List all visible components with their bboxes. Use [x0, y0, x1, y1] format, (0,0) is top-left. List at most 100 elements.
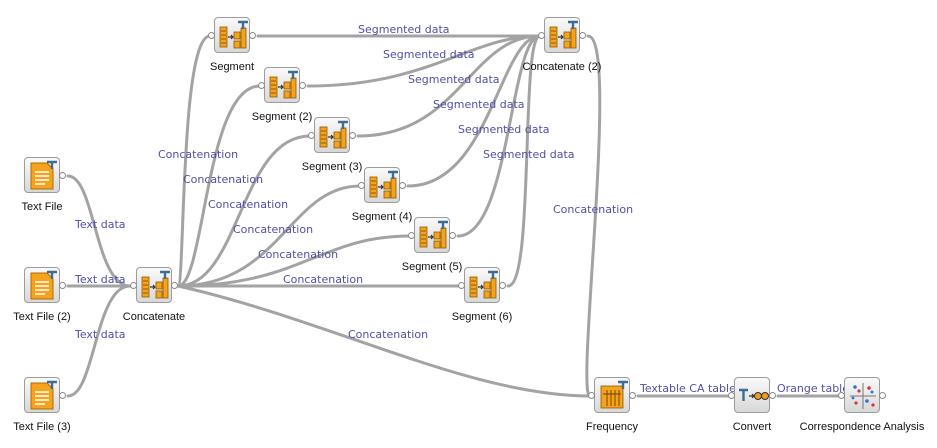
link-segment6-concatenate2[interactable]	[506, 34, 542, 288]
node-segment-2[interactable]: Segment (2)	[252, 67, 312, 123]
segment-icon	[314, 117, 350, 153]
output-port[interactable]	[769, 392, 776, 399]
node-label: Segment (6)	[451, 311, 513, 323]
node-segment-5[interactable]: Segment (5)	[402, 217, 462, 273]
segment-icon	[364, 167, 400, 203]
node-label: Concatenate (2)	[522, 61, 602, 73]
link-concatenate-frequency[interactable]	[176, 284, 592, 398]
node-text-file-3[interactable]: Text File (3)	[13, 377, 71, 433]
text-file-icon	[24, 377, 60, 413]
node-label: Text File (3)	[13, 421, 71, 433]
link-concatenate-segment4[interactable]	[176, 184, 362, 288]
concatenate-icon	[544, 17, 580, 53]
link-label-orange-table: Orange table	[777, 382, 849, 395]
segment-icon	[214, 17, 250, 53]
link-concatenate-segment3[interactable]	[176, 134, 312, 288]
link-label-concatenation-8: Concatenation	[553, 203, 633, 216]
link-label-concatenation-5: Concatenation	[258, 248, 338, 261]
text-file-icon	[24, 267, 60, 303]
node-label: Concatenate	[122, 311, 186, 323]
link-label-segmented-data-2: Segmented data	[383, 48, 475, 61]
link-label-concatenation-3: Concatenation	[208, 198, 288, 211]
input-port[interactable]	[408, 232, 415, 239]
correspondence-analysis-icon	[844, 377, 880, 413]
output-port[interactable]	[879, 392, 886, 399]
node-frequency[interactable]: Frequency	[586, 377, 638, 433]
output-port[interactable]	[59, 172, 66, 179]
input-port[interactable]	[208, 32, 215, 39]
node-convert[interactable]: Convert	[728, 377, 776, 433]
node-segment-3[interactable]: Segment (3)	[302, 117, 362, 173]
input-port[interactable]	[458, 282, 465, 289]
input-port[interactable]	[538, 32, 545, 39]
output-port[interactable]	[349, 132, 356, 139]
link-segment2-concatenate2[interactable]	[306, 34, 542, 88]
node-text-file[interactable]: Text File	[22, 157, 66, 213]
output-port[interactable]	[59, 282, 66, 289]
input-port[interactable]	[130, 282, 137, 289]
link-concatenate2-frequency[interactable]	[585, 34, 602, 398]
node-label: Segment (5)	[401, 261, 463, 273]
input-port[interactable]	[728, 392, 735, 399]
node-segment-4[interactable]: Segment (4)	[352, 167, 412, 223]
link-segment5-concatenate2[interactable]	[456, 34, 542, 238]
output-port[interactable]	[629, 392, 636, 399]
link-concatenate-segment2[interactable]	[176, 84, 262, 288]
link-label-text-data-2: Text data	[74, 273, 126, 286]
link-label-segmented-data-1: Segmented data	[358, 23, 450, 36]
link-label-textable-ca-table: Textable CA table	[639, 382, 736, 395]
output-port[interactable]	[579, 32, 586, 39]
segment-icon	[264, 67, 300, 103]
node-label: Segment (2)	[251, 111, 313, 123]
input-port[interactable]	[838, 392, 845, 399]
input-port[interactable]	[358, 182, 365, 189]
node-concatenate-2[interactable]: Concatenate (2)	[523, 17, 601, 73]
output-port[interactable]	[249, 32, 256, 39]
frequency-icon	[594, 377, 630, 413]
node-label: Text File (2)	[13, 311, 71, 323]
node-segment-6[interactable]: Segment (6)	[452, 267, 512, 323]
node-label: Segment (3)	[301, 161, 363, 173]
link-concatenate-segment5[interactable]	[176, 234, 412, 288]
concatenate-icon	[136, 267, 172, 303]
link-label-concatenation-7: Concatenation	[348, 328, 428, 341]
output-port[interactable]	[59, 392, 66, 399]
output-port[interactable]	[449, 232, 456, 239]
segment-icon	[464, 267, 500, 303]
link-label-concatenation-4: Concatenation	[233, 223, 313, 236]
link-textfile3-concatenate[interactable]	[66, 284, 132, 398]
node-label: Segment	[209, 61, 255, 73]
output-port[interactable]	[399, 182, 406, 189]
output-port[interactable]	[299, 82, 306, 89]
input-port[interactable]	[258, 82, 265, 89]
link-label-concatenation-1: Concatenation	[158, 148, 238, 161]
input-port[interactable]	[308, 132, 315, 139]
node-correspondence-analysis[interactable]: Correspondence Analysis	[800, 377, 924, 433]
link-label-segmented-data-3: Segmented data	[408, 73, 500, 86]
link-label-concatenation-2: Concatenation	[183, 173, 263, 186]
link-label-segmented-data-6: Segmented data	[483, 148, 575, 161]
link-concatenate-segment[interactable]	[176, 34, 212, 288]
node-label: Correspondence Analysis	[799, 421, 925, 433]
node-segment[interactable]: Segment	[208, 17, 256, 73]
link-label-text-data-1: Text data	[74, 218, 126, 231]
link-segment3-concatenate2[interactable]	[356, 34, 542, 138]
node-label: Convert	[732, 421, 772, 433]
node-label: Frequency	[586, 421, 638, 433]
link-label-concatenation-6: Concatenation	[283, 273, 363, 286]
output-port[interactable]	[499, 282, 506, 289]
node-text-file-2[interactable]: Text File (2)	[13, 267, 71, 323]
link-label-segmented-data-5: Segmented data	[458, 123, 550, 136]
node-concatenate[interactable]: Concatenate	[123, 267, 185, 323]
output-port[interactable]	[171, 282, 178, 289]
link-label-text-data-3: Text data	[74, 328, 126, 341]
segment-icon	[414, 217, 450, 253]
convert-icon	[734, 377, 770, 413]
node-label: Segment (4)	[351, 211, 413, 223]
input-port[interactable]	[588, 392, 595, 399]
node-label: Text File	[21, 201, 63, 213]
link-segment4-concatenate2[interactable]	[406, 34, 542, 188]
text-file-icon	[24, 157, 60, 193]
link-textfile-concatenate[interactable]	[66, 174, 132, 288]
